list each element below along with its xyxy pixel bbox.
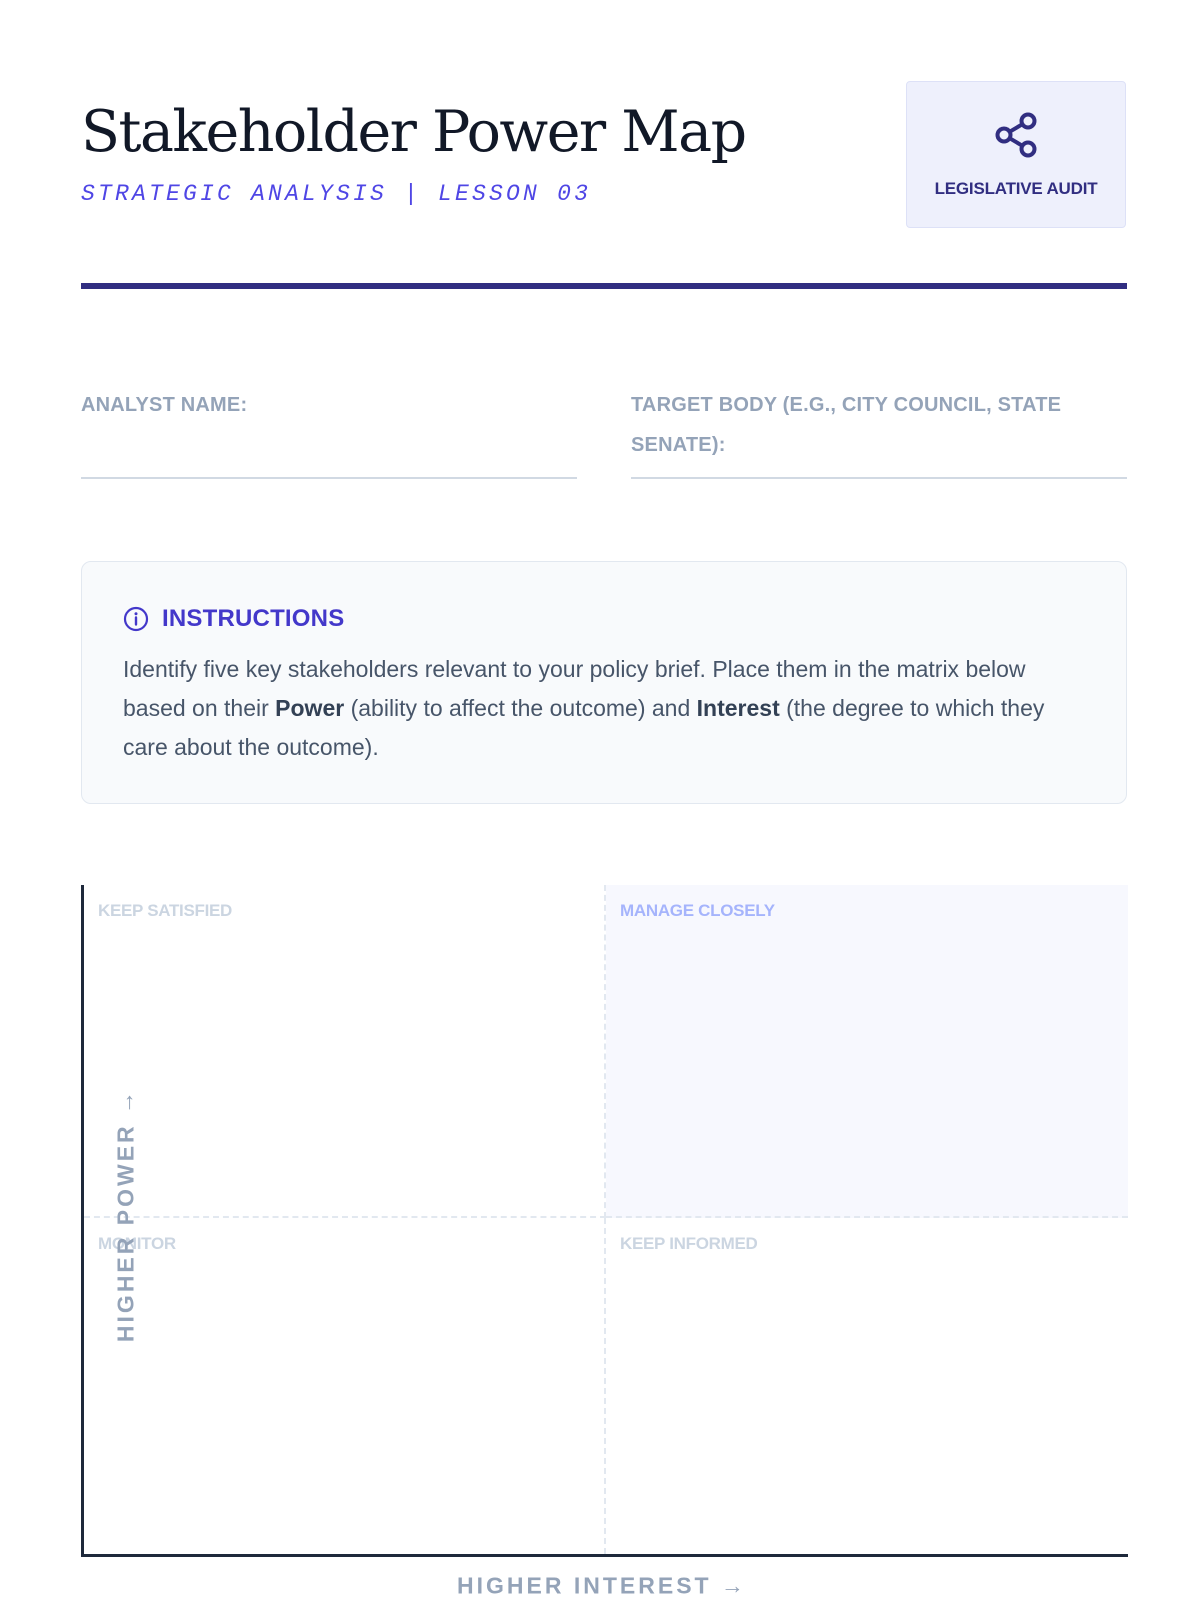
header-divider [81, 283, 1127, 289]
badge-label: LEGISLATIVE AUDIT [934, 179, 1098, 198]
quadrant-monitor[interactable]: MONITOR [84, 1218, 606, 1554]
instructions-panel: INSTRUCTIONS Identify five key stakehold… [81, 561, 1127, 804]
instructions-text: Identify five key stakeholders relevant … [123, 650, 1083, 767]
quadrant-label: KEEP INFORMED [620, 1234, 758, 1253]
x-axis-label: HIGHER INTEREST → [457, 1572, 747, 1599]
instructions-title: INSTRUCTIONS [162, 605, 345, 632]
quadrant-manage-closely[interactable]: MANAGE CLOSELY [606, 885, 1128, 1218]
info-icon [123, 606, 149, 632]
quadrant-label: MANAGE CLOSELY [620, 901, 775, 920]
quadrant-label: KEEP SATISFIED [98, 901, 233, 920]
target-body-field[interactable]: TARGET BODY (E.G., CITY COUNCIL, STATE S… [631, 385, 1127, 479]
quadrant-keep-satisfied[interactable]: KEEP SATISFIED [84, 885, 606, 1218]
page-title: Stakeholder Power Map [81, 99, 747, 165]
instructions-header: INSTRUCTIONS [123, 605, 344, 633]
quadrant-keep-informed[interactable]: KEEP INFORMED [606, 1218, 1128, 1554]
target-body-label: TARGET BODY (E.G., CITY COUNCIL, STATE S… [631, 394, 1062, 456]
share-icon [995, 112, 1037, 158]
analyst-name-field[interactable]: ANALYST NAME: [81, 385, 577, 479]
power-term: Power [275, 695, 345, 721]
interest-term: Interest [696, 695, 780, 721]
instructions-text-part: (ability to affect the outcome) and [344, 695, 697, 721]
instructions-text-part: (the degree to which they care about the… [123, 695, 1045, 760]
quadrant-label: MONITOR [98, 1234, 176, 1253]
legislative-audit-badge: LEGISLATIVE AUDIT [906, 81, 1126, 228]
page-subtitle: STRATEGIC ANALYSIS | LESSON 03 [81, 181, 592, 207]
instructions-text-part: Identify five key stakeholders relevant … [123, 656, 1026, 721]
y-axis-label: HIGHER POWER → [112, 1087, 139, 1343]
analyst-name-label: ANALYST NAME: [81, 394, 248, 416]
power-interest-matrix: KEEP SATISFIED MANAGE CLOSELY MONITOR KE… [81, 885, 1128, 1557]
